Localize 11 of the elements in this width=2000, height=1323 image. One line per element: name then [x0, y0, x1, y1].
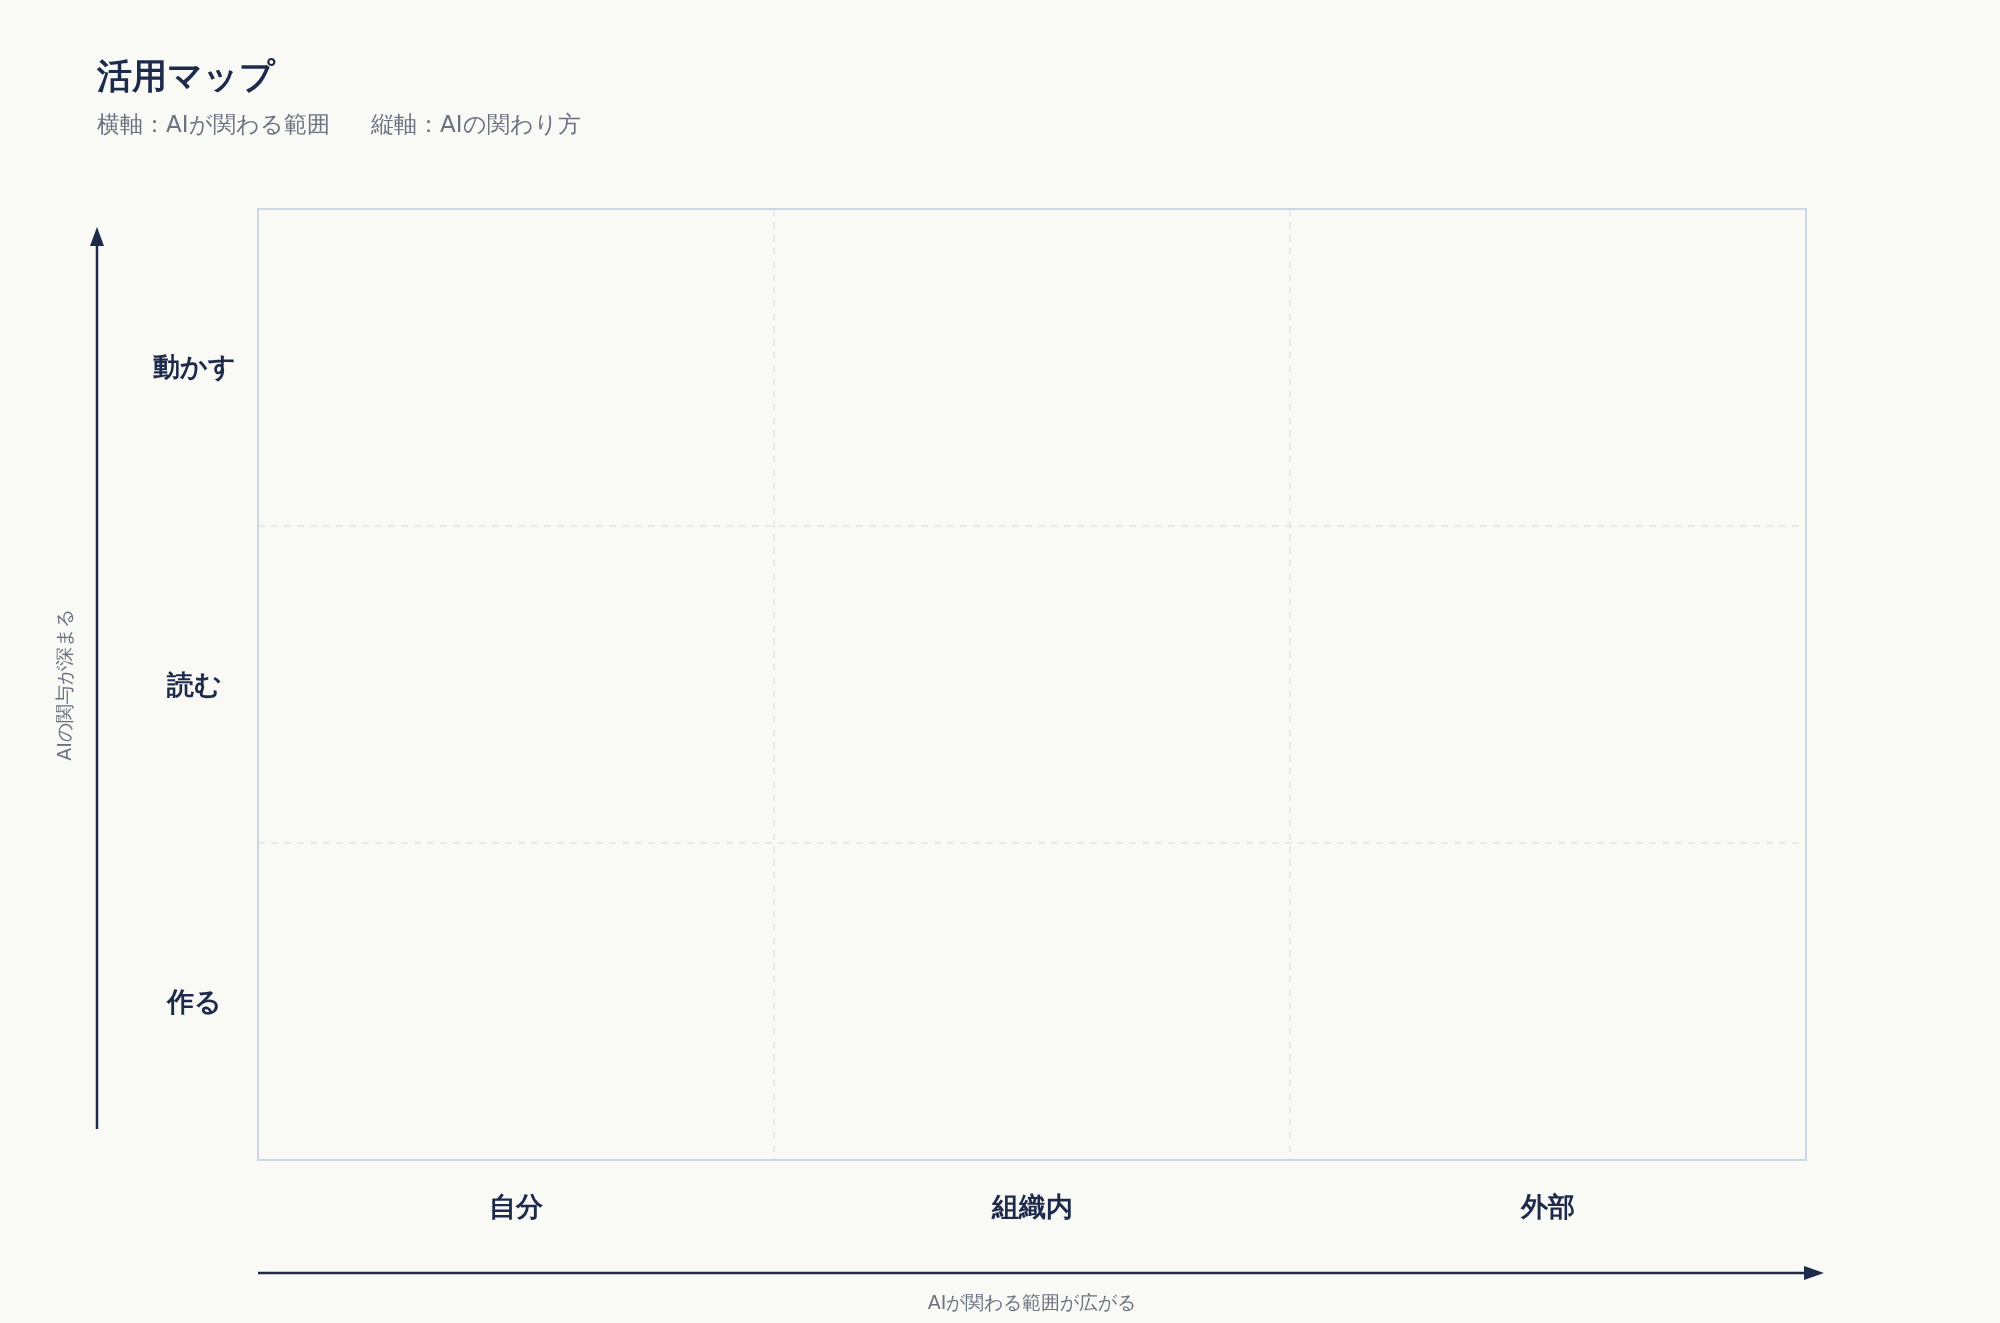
axis-label: AIが関わる範囲が広がる — [927, 1292, 1137, 1314]
axis-label: AIの関与が深まる — [54, 609, 76, 761]
column-label: 自分 — [489, 1191, 543, 1223]
column-label: 外部 — [1521, 1191, 1575, 1223]
row-label: 動かす — [152, 351, 236, 383]
subtitle: 横軸：AIが関わる範囲 — [97, 110, 330, 138]
column-label: 組織内 — [991, 1191, 1073, 1223]
subtitle: 縦軸：AIの関わり方 — [371, 110, 581, 138]
title: 活用マップ — [97, 55, 275, 97]
row-label: 読む — [166, 669, 222, 701]
row-label: 作る — [166, 986, 222, 1018]
